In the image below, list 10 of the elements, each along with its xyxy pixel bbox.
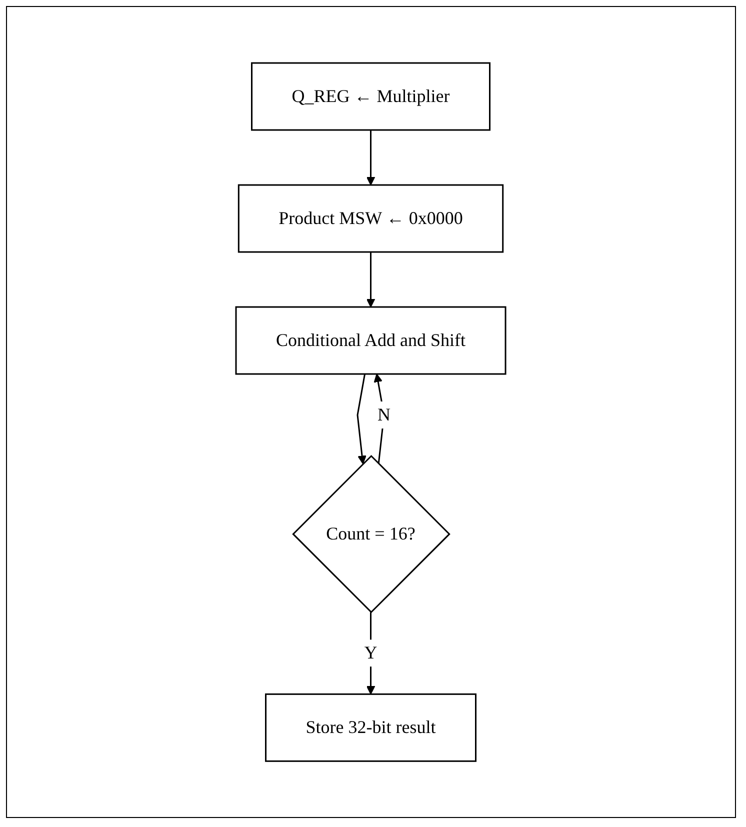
node-box: Q_REG ← Multiplier (251, 62, 491, 131)
arrow (356, 374, 367, 464)
node-box: Conditional Add and Shift (235, 306, 506, 375)
node-diamond: Count = 16? (292, 454, 451, 614)
edge-label: N (378, 404, 391, 424)
arrow (366, 130, 376, 186)
node-box: Product MSW ← 0x0000 (238, 184, 504, 253)
node-box: Store 32-bit result (265, 693, 477, 762)
edge-label: Y (364, 642, 378, 663)
arrow (366, 252, 376, 308)
